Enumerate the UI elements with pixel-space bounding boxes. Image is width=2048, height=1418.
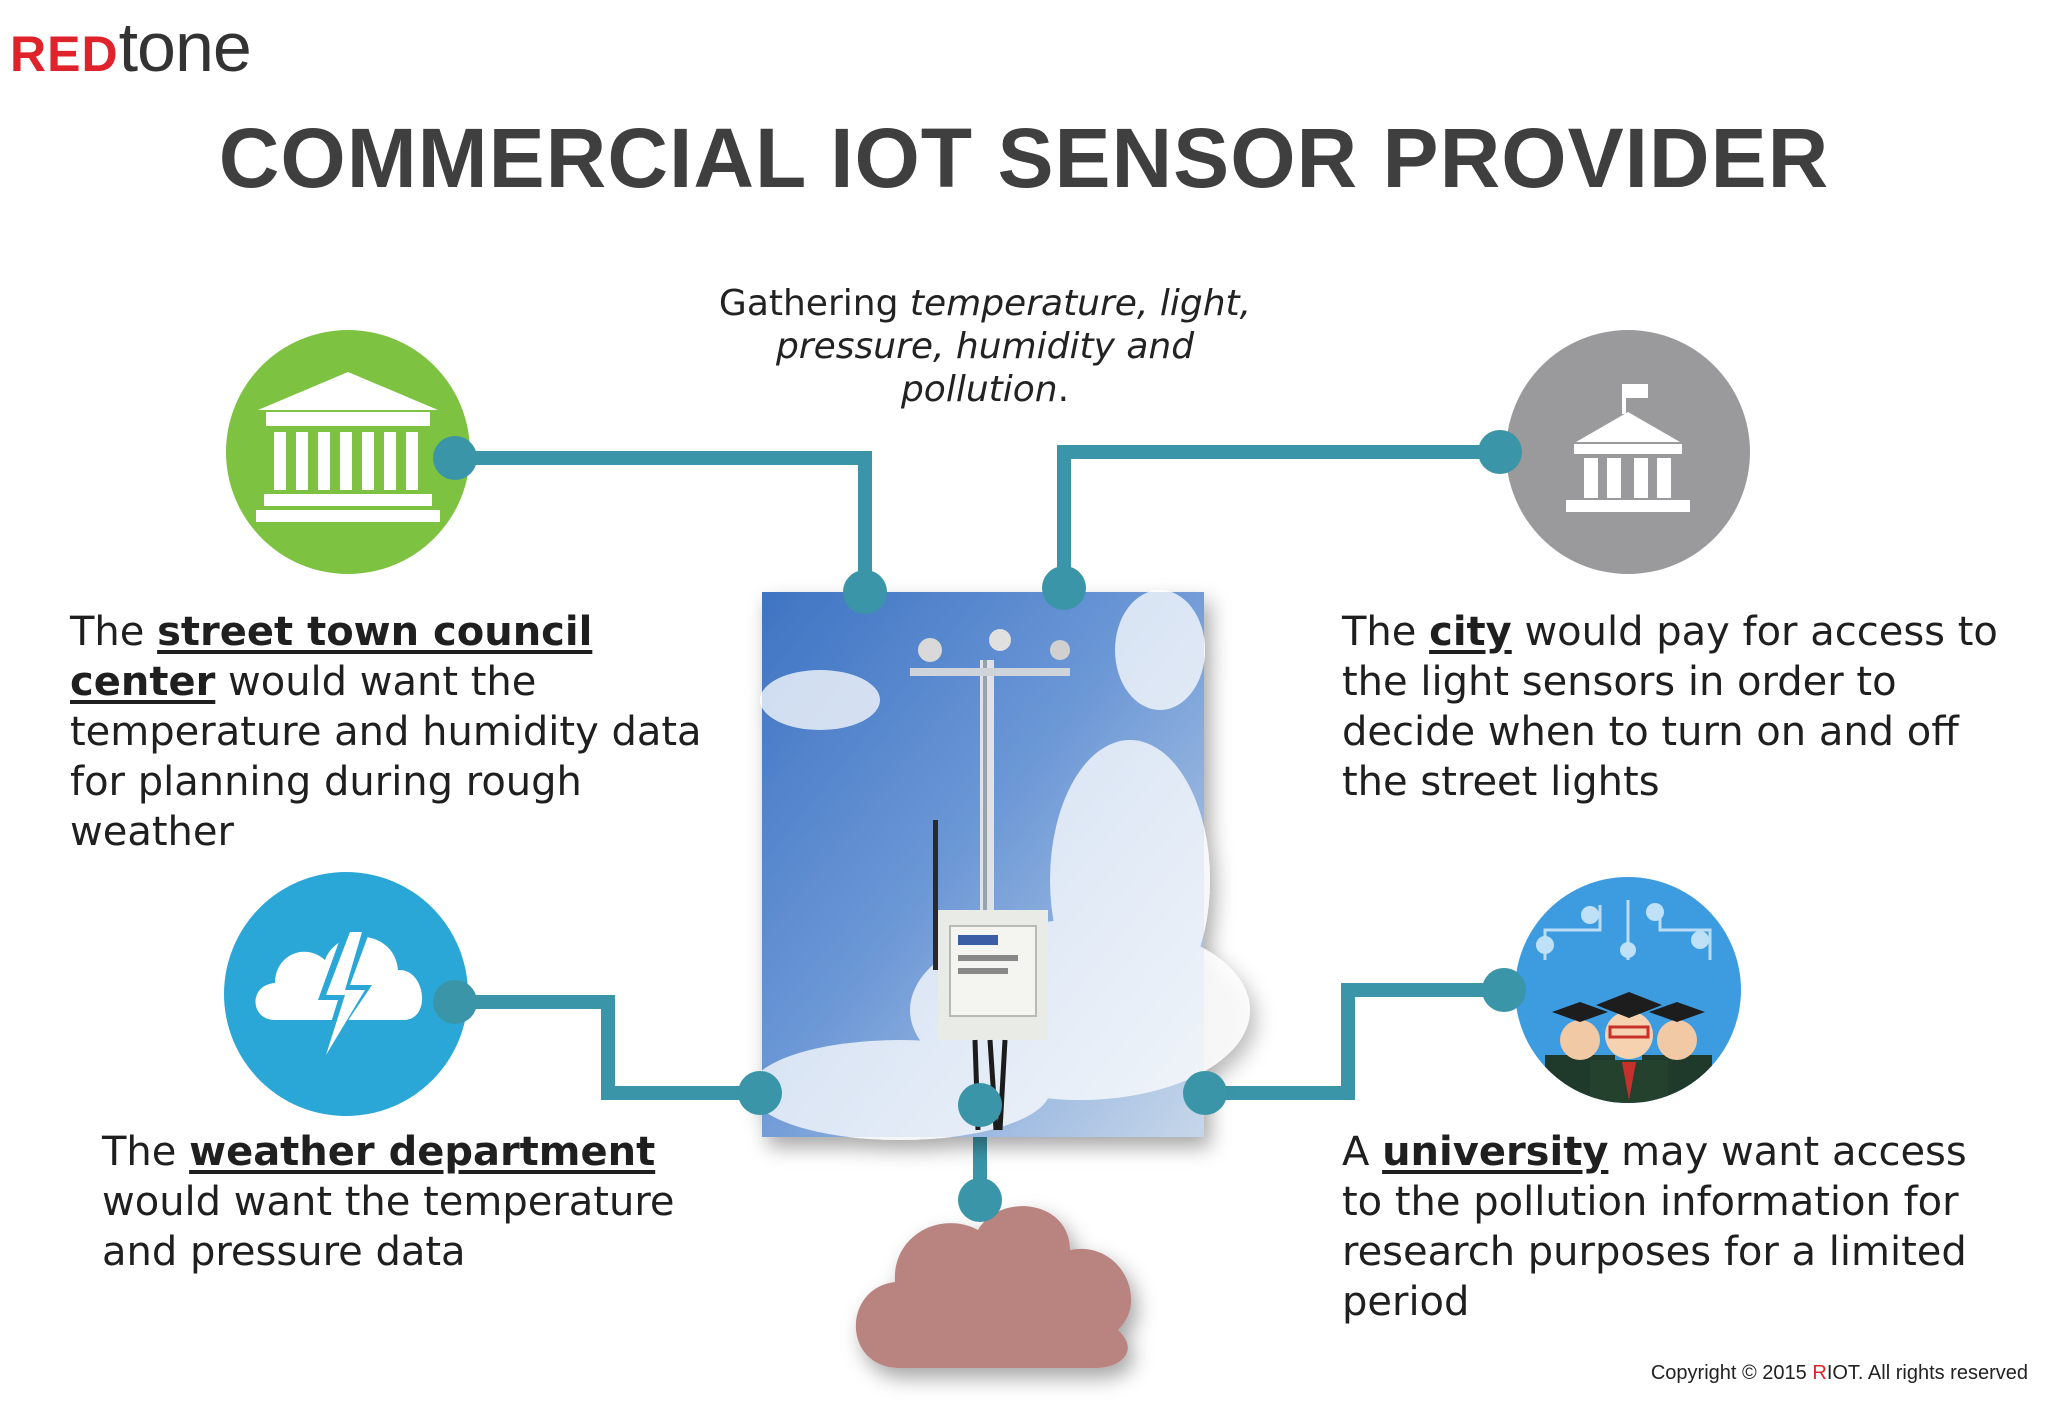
gathering-items-2: pressure, humidity and [775,326,1195,367]
university-entity: university [1382,1129,1609,1175]
connector-dots [433,430,1526,1222]
dot-photo-bottom [958,1083,1002,1127]
copyright-notice: Copyright © 2015 RIOT. All rights reserv… [1651,1362,2028,1385]
city-entity: city [1429,609,1512,655]
dot-university-icon [1482,968,1526,1012]
copyright-pre: Copyright © 2015 [1650,1362,1813,1384]
graduate-center [1590,992,1668,1103]
council-entity: street town council center [70,609,593,705]
copyright-rest: IOT. All rights reserved [1826,1362,2028,1384]
weather-pre: The [102,1129,190,1175]
weather-icon [224,872,468,1116]
university-pre: A [1342,1129,1383,1175]
gathering-lead: Gathering [718,283,910,324]
dot-photo-right [1183,1071,1227,1115]
cloud-shape [855,1206,1132,1368]
university-description: A university may want access to the poll… [1342,1127,1982,1327]
redtone-logo: REDtone [10,12,252,82]
council-description: The street town council center would wan… [70,607,710,857]
weather-entity: weather department [189,1129,656,1175]
connector-council [455,451,872,592]
council-icon [226,330,470,574]
city-post: would pay for access to the light sensor… [1342,609,1998,805]
connector-university [1205,983,1504,1100]
weather-description: The weather department would want the te… [102,1127,722,1277]
weather-post: would want the temperature and pressure … [102,1179,675,1275]
dot-photo-top-left [843,570,887,614]
gathering-items-1: temperature, light, [909,283,1252,324]
dot-cloud [958,1178,1002,1222]
dot-photo-top-right [1042,566,1086,610]
gathering-items-3: pollution [900,369,1058,410]
connector-city [1057,445,1500,588]
council-pre: The [70,609,158,655]
dot-council-icon [433,436,477,480]
university-icon [1515,877,1741,1103]
connector-weather [455,995,760,1100]
dot-city-icon [1478,430,1522,474]
gathering-caption: Gathering temperature, light, pressure, … [680,282,1290,411]
city-description: The city would pay for access to the lig… [1342,607,2032,807]
page-title: COMMERCIAL IOT SENSOR PROVIDER [218,111,1830,205]
sensor-photo [750,590,1250,1140]
council-post: would want the temperature and humidity … [70,659,702,855]
city-icon [1506,330,1750,574]
gathering-end: . [1057,369,1070,410]
university-post: may want access to the pollution informa… [1342,1129,1967,1325]
dot-photo-left [738,1071,782,1115]
logo-red-text: RED [10,26,119,82]
city-pre: The [1342,609,1430,655]
copyright-r: R [1812,1362,1827,1384]
dot-weather-icon [433,980,477,1024]
logo-tone-text: tone [118,8,252,86]
